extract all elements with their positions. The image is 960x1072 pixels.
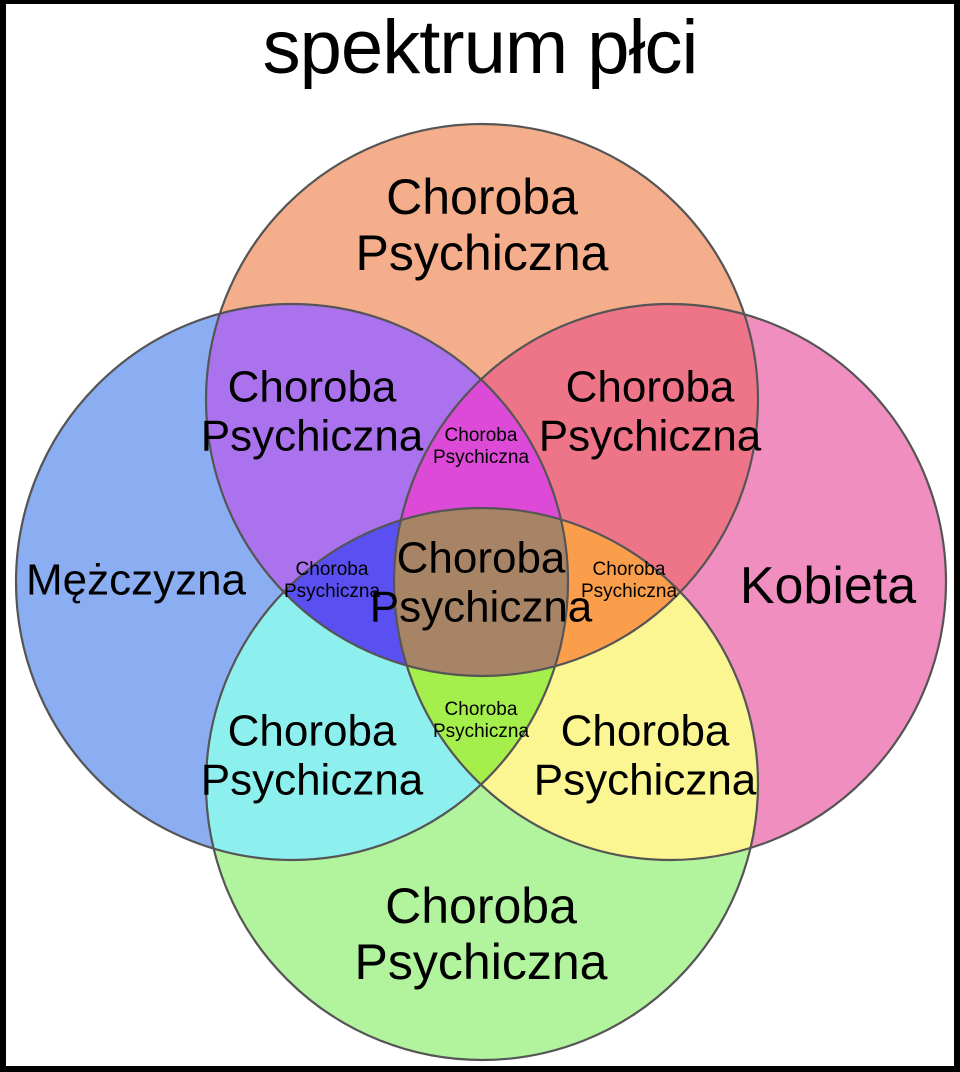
label-bottom-center: Choroba Psychiczna [432, 699, 530, 742]
label-center-left: Choroba Psychiczna [283, 559, 381, 602]
label-bottom-right: Choroba Psychiczna [533, 706, 757, 805]
region-top-left-right [394, 304, 568, 676]
label-bottom-left: Choroba Psychiczna [200, 706, 424, 805]
label-top-right: Choroba Psychiczna [538, 362, 762, 461]
label-center: Choroba Psychiczna [369, 533, 593, 632]
label-left: Mężczyzna [25, 555, 247, 605]
label-right: Kobieta [739, 556, 917, 615]
label-top-left: Choroba Psychiczna [200, 362, 424, 461]
label-top: Choroba Psychiczna [355, 169, 609, 281]
outlines [14, 122, 948, 1062]
page-title: spektrum płci [262, 5, 699, 90]
label-top-center: Choroba Psychiczna [432, 425, 530, 468]
label-center-right: Choroba Psychiczna [580, 559, 678, 602]
label-bottom: Choroba Psychiczna [354, 878, 608, 990]
